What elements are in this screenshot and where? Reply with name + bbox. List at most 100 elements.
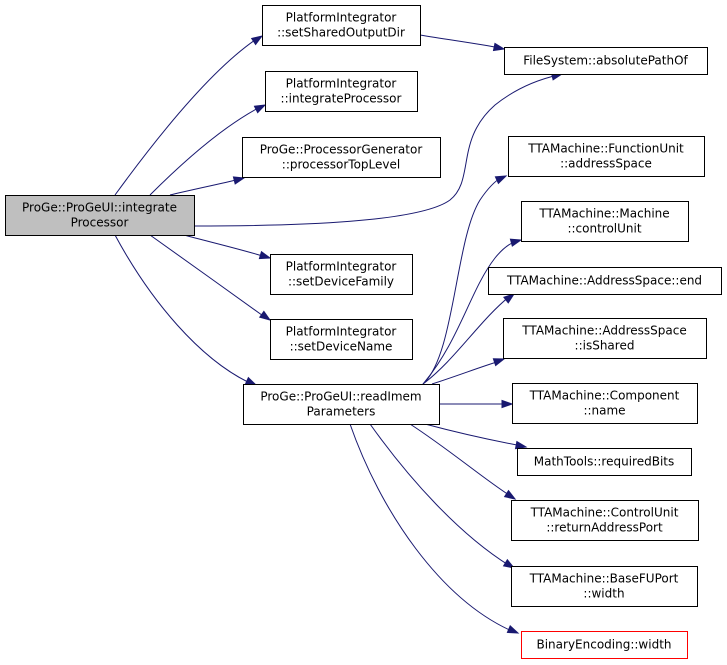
edge-read-imem-parameters-to-address-space-is-shared	[431, 358, 506, 385]
edge-line	[114, 37, 259, 196]
edge-read-imem-parameters-to-machine-control-unit	[422, 238, 523, 385]
node-box[interactable]	[521, 631, 688, 659]
node-label-line: ::name	[583, 404, 625, 418]
node-integrate-processor[interactable]: PlatformIntegrator::integrateProcessor	[265, 71, 418, 112]
edge-root-to-set-device-family	[183, 234, 272, 260]
node-box[interactable]	[503, 318, 707, 359]
node-address-space-is-shared[interactable]: TTAMachine::AddressSpace::isShared	[503, 318, 707, 359]
edge-line	[419, 34, 501, 49]
node-address-space-end[interactable]: TTAMachine::AddressSpace::end	[488, 267, 722, 295]
node-set-device-name[interactable]: PlatformIntegrator::setDeviceName	[270, 319, 413, 360]
node-component-name[interactable]: TTAMachine::Component::name	[512, 383, 698, 424]
node-label-line: Parameters	[307, 405, 376, 419]
edge-line	[409, 423, 513, 498]
arrowhead	[258, 250, 272, 260]
node-binary-encoding-width[interactable]: BinaryEncoding::width	[521, 631, 688, 659]
node-label-line: PlatformIntegrator	[286, 77, 397, 91]
edge-line	[422, 295, 511, 385]
arrowhead	[503, 293, 516, 304]
edge-root-to-set-shared-output-dir	[114, 35, 264, 196]
edge-read-imem-parameters-to-binary-encoding-width	[349, 423, 520, 634]
node-box[interactable]	[243, 384, 440, 425]
node-box[interactable]	[262, 5, 421, 46]
arrowhead	[506, 624, 520, 634]
edge-line	[431, 360, 501, 385]
node-set-device-family[interactable]: PlatformIntegrator::setDeviceFamily	[270, 254, 413, 295]
node-label-line: TTAMachine::BaseFUPort	[529, 572, 679, 586]
edge-line	[193, 74, 559, 227]
node-label-line: ProGe::ProGeUI::integrate	[22, 201, 177, 215]
arrowhead	[501, 399, 514, 409]
node-box[interactable]	[270, 254, 413, 295]
node-processor-top-level[interactable]: ProGe::ProcessorGenerator::processorTopL…	[242, 137, 441, 178]
arrowhead	[244, 376, 258, 386]
node-absolute-path-of[interactable]: FileSystem::absolutePathOf	[504, 47, 708, 75]
node-label-line: ::addressSpace	[560, 157, 652, 171]
node-label-line: ::width	[583, 587, 624, 601]
node-box[interactable]	[488, 267, 722, 295]
nodes: ProGe::ProGeUI::integrateProcessorPlatfo…	[5, 5, 722, 659]
arrowhead	[253, 104, 267, 114]
node-set-shared-output-dir[interactable]: PlatformIntegrator::setSharedOutputDir	[262, 5, 421, 46]
arrowhead	[258, 310, 272, 321]
node-box[interactable]	[521, 201, 689, 242]
edge-line	[149, 105, 263, 196]
node-label-line: FileSystem::absolutePathOf	[523, 54, 688, 68]
node-label-line: TTAMachine::AddressSpace::end	[506, 274, 702, 288]
edge-line	[369, 423, 511, 567]
edge-line	[149, 234, 267, 319]
node-box[interactable]	[5, 195, 195, 236]
arrowhead	[250, 35, 264, 46]
node-box[interactable]	[270, 319, 413, 360]
node-base-fu-port-width[interactable]: TTAMachine::BaseFUPort::width	[511, 566, 698, 607]
node-return-address-port[interactable]: TTAMachine::ControlUnit::returnAddressPo…	[511, 500, 699, 541]
edge-root-to-read-imem-parameters	[114, 234, 258, 386]
edge-line	[424, 423, 523, 447]
arrowhead	[492, 42, 506, 52]
edge-line	[169, 178, 241, 196]
edge-read-imem-parameters-to-return-address-port	[409, 423, 517, 500]
node-label-line: ::controlUnit	[567, 222, 641, 236]
node-root[interactable]: ProGe::ProGeUI::integrateProcessor	[5, 195, 195, 236]
node-box[interactable]	[504, 47, 708, 75]
node-label-line: ::setDeviceName	[290, 340, 393, 354]
node-label-line: TTAMachine::Machine	[538, 207, 669, 221]
edge-root-to-integrate-processor	[149, 104, 267, 196]
edges	[114, 34, 564, 634]
node-fu-address-space[interactable]: TTAMachine::FunctionUnit::addressSpace	[508, 136, 705, 177]
node-box[interactable]	[508, 136, 705, 177]
node-label-line: Processor	[71, 216, 129, 230]
edge-root-to-set-device-name	[149, 234, 272, 321]
arrowhead	[232, 176, 246, 185]
node-box[interactable]	[511, 566, 698, 607]
node-box[interactable]	[242, 137, 441, 178]
arrowhead	[494, 175, 508, 185]
arrowhead	[492, 358, 506, 367]
node-box[interactable]	[265, 71, 418, 112]
node-label-line: ProGe::ProGeUI::readImem	[260, 390, 421, 404]
node-box[interactable]	[512, 383, 698, 424]
edge-set-shared-output-dir-to-absolute-path-of	[419, 34, 506, 52]
edge-read-imem-parameters-to-component-name	[438, 399, 514, 409]
node-required-bits[interactable]: MathTools::requiredBits	[517, 448, 692, 476]
edge-read-imem-parameters-to-fu-address-space	[422, 175, 508, 385]
node-label-line: TTAMachine::ControlUnit	[530, 506, 679, 520]
node-label-line: PlatformIntegrator	[286, 260, 397, 274]
node-label-line: MathTools::requiredBits	[534, 455, 674, 469]
edge-line	[422, 240, 518, 385]
node-box[interactable]	[517, 448, 692, 476]
node-label-line: PlatformIntegrator	[286, 325, 397, 339]
node-machine-control-unit[interactable]: TTAMachine::Machine::controlUnit	[521, 201, 689, 242]
node-label-line: ::setDeviceFamily	[288, 275, 394, 289]
edge-read-imem-parameters-to-address-space-end	[422, 293, 516, 385]
node-label-line: TTAMachine::FunctionUnit	[527, 142, 684, 156]
node-label-line: ::isShared	[575, 339, 635, 353]
node-box[interactable]	[511, 500, 699, 541]
node-label-line: BinaryEncoding::width	[536, 638, 671, 652]
arrowhead	[502, 558, 516, 569]
arrowhead	[509, 238, 523, 247]
node-label-line: TTAMachine::AddressSpace	[521, 324, 686, 338]
node-label-line: ::setSharedOutputDir	[277, 26, 405, 40]
